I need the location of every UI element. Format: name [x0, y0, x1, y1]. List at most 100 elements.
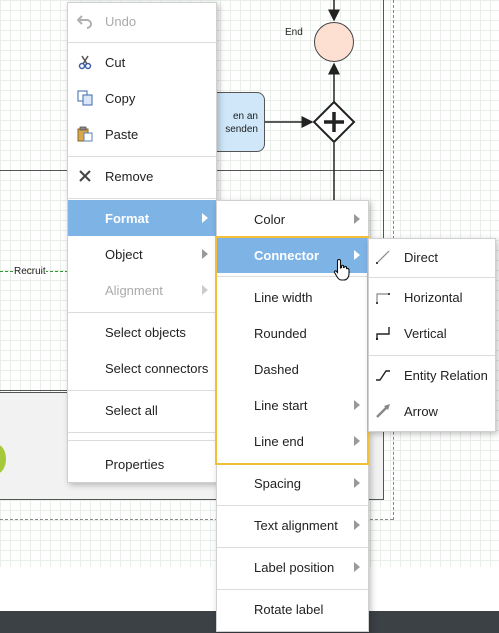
scissors-icon — [78, 55, 92, 70]
horizontal-connector-icon — [376, 293, 390, 304]
menu-label-horizontal: Horizontal — [404, 289, 463, 305]
menu-label-cut: Cut — [105, 54, 126, 70]
context-menu: Undo Cut Copy Paste Remove Format Object… — [67, 2, 217, 483]
menu-separator — [369, 355, 495, 356]
menu-item-cut[interactable]: Cut — [68, 44, 216, 80]
entity-relation-icon — [376, 370, 390, 381]
close-icon — [79, 170, 91, 182]
connector-submenu: Direct Horizontal Vertical Entity Relati… — [368, 238, 496, 432]
submenu-arrow-icon — [202, 213, 208, 223]
menu-label-remove: Remove — [105, 168, 154, 184]
menu-item-arrow[interactable]: Arrow — [369, 393, 495, 429]
undo-icon — [77, 15, 92, 29]
menu-item-line-width[interactable]: Line width — [217, 279, 368, 315]
submenu-arrow-icon — [354, 562, 360, 572]
pool-dashed-border-bottom — [0, 519, 393, 520]
menu-item-entity-relation[interactable]: Entity Relation — [369, 357, 495, 393]
menu-label-direct: Direct — [404, 249, 438, 265]
submenu-arrow-icon — [354, 400, 360, 410]
menu-item-paste[interactable]: Paste — [68, 116, 216, 152]
menu-item-object[interactable]: Object — [68, 236, 216, 272]
start-event[interactable] — [0, 444, 6, 474]
menu-label-copy: Copy — [105, 90, 136, 106]
menu-label-rounded: Rounded — [254, 325, 307, 341]
menu-separator — [217, 589, 368, 590]
menu-separator — [217, 547, 368, 548]
submenu-arrow-icon — [202, 285, 208, 295]
menu-item-select-all[interactable]: Select all — [68, 392, 216, 428]
task-text-line2: senden — [225, 124, 258, 135]
menu-item-vertical[interactable]: Vertical — [369, 315, 495, 351]
menu-label-properties: Properties — [105, 456, 165, 472]
menu-label-dashed: Dashed — [254, 361, 299, 377]
submenu-arrow-icon — [354, 214, 360, 224]
menu-label-arrow: Arrow — [404, 403, 438, 419]
menu-separator — [68, 156, 216, 157]
menu-label-color: Color — [254, 211, 286, 227]
vertical-connector-icon — [376, 327, 390, 340]
menu-label-select-connectors: Select connectors — [105, 360, 209, 376]
menu-label-label-position: Label position — [254, 559, 335, 575]
menu-label-spacing: Spacing — [254, 475, 301, 491]
menu-separator — [68, 42, 216, 43]
menu-item-dashed[interactable]: Dashed — [217, 351, 368, 387]
menu-item-select-objects[interactable]: Select objects — [68, 314, 216, 350]
connector-label: Recruit — [14, 266, 46, 277]
menu-label-object: Object — [105, 246, 143, 262]
menu-separator — [68, 390, 216, 391]
menu-separator — [217, 276, 368, 277]
menu-label-select-all: Select all — [105, 402, 158, 418]
menu-item-select-connectors[interactable]: Select connectors — [68, 350, 216, 386]
menu-item-color[interactable]: Color — [217, 201, 368, 237]
sequence-flows — [265, 0, 356, 205]
menu-label-format: Format — [105, 210, 150, 226]
parallel-gateway-icon — [312, 100, 356, 144]
menu-label-entity-relation: Entity Relation — [404, 367, 488, 383]
menu-item-label-position[interactable]: Label position — [217, 549, 368, 585]
submenu-arrow-icon — [354, 478, 360, 488]
menu-item-copy[interactable]: Copy — [68, 80, 216, 116]
submenu-arrow-icon — [354, 250, 360, 260]
menu-item-rounded[interactable]: Rounded — [217, 315, 368, 351]
menu-item-spacing[interactable]: Spacing — [217, 465, 368, 501]
menu-separator — [68, 432, 216, 433]
menu-label-connector: Connector — [254, 247, 319, 263]
menu-label-paste: Paste — [105, 126, 139, 142]
menu-item-format[interactable]: Format — [68, 200, 216, 236]
arrow-connector-icon — [376, 404, 390, 418]
submenu-arrow-icon — [354, 520, 360, 530]
menu-item-alignment[interactable]: Alignment — [68, 272, 216, 308]
hand-pointer-icon — [333, 258, 350, 281]
menu-label-undo: Undo — [105, 13, 137, 29]
paste-icon — [77, 126, 93, 142]
menu-item-remove[interactable]: Remove — [68, 158, 216, 194]
menu-item-horizontal[interactable]: Horizontal — [369, 279, 495, 315]
menu-label-vertical: Vertical — [404, 325, 447, 341]
menu-separator — [217, 463, 368, 464]
menu-item-undo[interactable]: Undo — [68, 3, 216, 39]
submenu-arrow-icon — [354, 436, 360, 446]
menu-label-rotate-label: Rotate label — [254, 601, 324, 617]
menu-item-rotate-label[interactable]: Rotate label — [217, 591, 368, 627]
menu-separator — [68, 440, 216, 441]
menu-item-line-start[interactable]: Line start — [217, 387, 368, 423]
copy-icon — [77, 90, 93, 106]
menu-separator — [369, 277, 495, 278]
menu-label-line-start: Line start — [254, 397, 308, 413]
menu-separator — [68, 198, 216, 199]
menu-label-line-end: Line end — [254, 433, 304, 449]
menu-separator — [68, 312, 216, 313]
menu-item-direct[interactable]: Direct — [369, 239, 495, 275]
menu-item-properties[interactable]: Properties — [68, 446, 216, 482]
menu-item-text-alignment[interactable]: Text alignment — [217, 507, 368, 543]
menu-item-line-end[interactable]: Line end — [217, 423, 368, 459]
end-event[interactable] — [314, 22, 354, 62]
menu-label-line-width: Line width — [254, 289, 313, 305]
menu-label-text-alignment: Text alignment — [254, 517, 338, 533]
task-text-line1: en an — [232, 111, 258, 122]
menu-label-alignment: Alignment — [105, 282, 163, 298]
end-event-label: End — [285, 27, 303, 38]
menu-label-select-objects: Select objects — [105, 324, 186, 340]
direct-connector-icon — [376, 250, 390, 264]
submenu-arrow-icon — [202, 249, 208, 259]
